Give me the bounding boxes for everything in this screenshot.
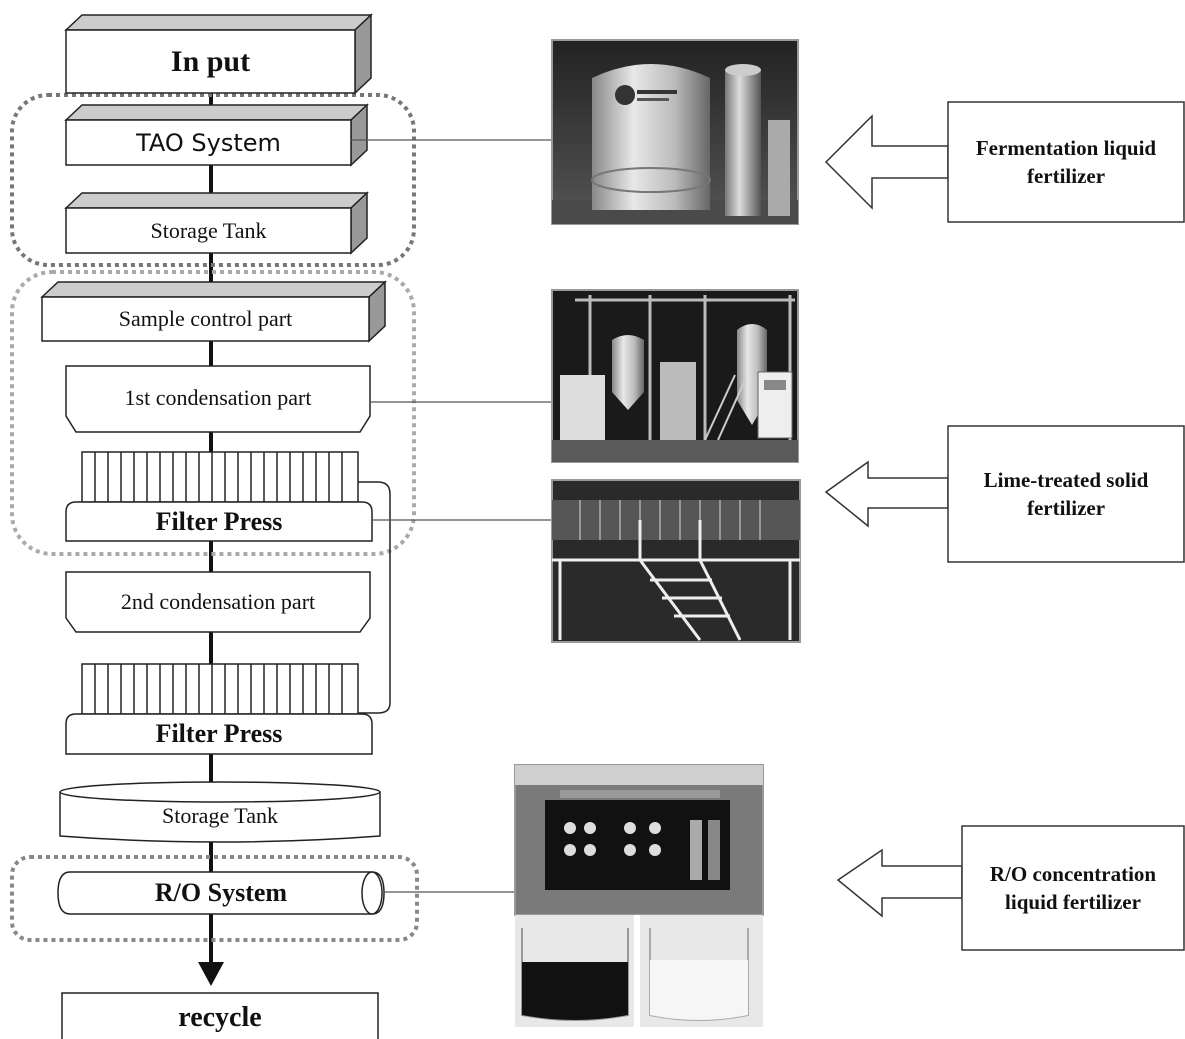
storage-tank-cylinder bbox=[60, 782, 380, 842]
fermentation-arrow bbox=[826, 116, 948, 208]
fermentation-plant-photo bbox=[552, 40, 798, 224]
ro-system-cylinder bbox=[58, 872, 384, 914]
lime-arrow bbox=[826, 462, 948, 526]
filter-press-photo bbox=[552, 480, 800, 642]
tao-system-box bbox=[66, 105, 367, 165]
filter-press-1 bbox=[66, 452, 372, 541]
filter-press-2 bbox=[66, 664, 372, 754]
ro-system-photo bbox=[515, 765, 763, 1027]
storage-tank-box-1 bbox=[66, 193, 367, 253]
ro-fertilizer-label: R/O concentration liquid fertilizer bbox=[970, 834, 1176, 942]
lime-fertilizer-label: Lime-treated solid fertilizer bbox=[958, 436, 1174, 552]
sample-control-box bbox=[42, 282, 385, 341]
condensation-2-box bbox=[66, 572, 370, 632]
input-box bbox=[66, 15, 371, 93]
fermentation-fertilizer-label: Fermentation liquid fertilizer bbox=[958, 112, 1174, 212]
recycle-box bbox=[62, 993, 378, 1039]
ro-arrow bbox=[838, 850, 962, 916]
condensation-1-box bbox=[66, 366, 370, 432]
condensation-plant-photo bbox=[552, 290, 798, 462]
